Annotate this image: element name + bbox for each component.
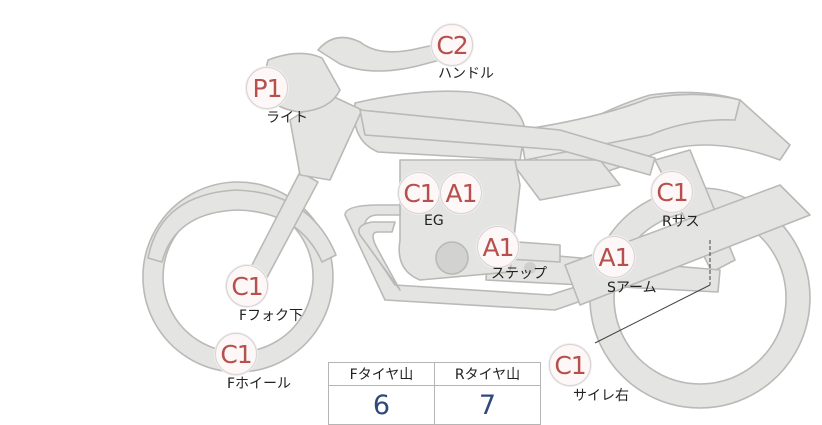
exhaust-upper (344, 204, 666, 311)
handle-label: ハンドル (438, 66, 494, 82)
engine-label: EG (424, 213, 444, 229)
swing-arm-label: Sアーム (607, 280, 657, 296)
rear-suspension-code-marker[interactable]: C1 (651, 171, 693, 213)
light-label: ライト (266, 110, 308, 126)
rear-suspension-label: Rサス (662, 214, 700, 230)
front-tread-value[interactable]: 6 (328, 385, 435, 425)
side-cover (509, 159, 621, 201)
front-wheel-code-marker[interactable]: C1 (215, 333, 257, 375)
rear-tread-value[interactable]: 7 (434, 385, 541, 425)
step-label: ステップ (491, 266, 547, 282)
muffler-leader (594, 240, 711, 344)
rear-tread-header: Rタイヤ山 (434, 362, 541, 386)
swing-arm-code-marker[interactable]: A1 (593, 236, 635, 278)
tire-tread-header-row: Fタイヤ山 Rタイヤ山 (328, 362, 541, 386)
front-fork-code-marker[interactable]: C1 (226, 265, 268, 307)
tire-tread-table: Fタイヤ山 Rタイヤ山 6 7 (328, 362, 541, 425)
engine-c-code-marker[interactable]: C1 (398, 172, 440, 214)
muffler (564, 184, 811, 306)
front-wheel-label: Fホイール (227, 376, 292, 392)
frame-main (359, 109, 656, 176)
step-code-marker[interactable]: A1 (477, 226, 519, 268)
muffler-label: サイレ右 (573, 388, 629, 404)
front-tread-header: Fタイヤ山 (328, 362, 435, 386)
front-fork-label: Fフォク下 (239, 308, 304, 324)
engine-cover (435, 241, 469, 275)
light-code-marker[interactable]: P1 (246, 67, 288, 109)
exhaust-lower (358, 221, 401, 291)
engine-a-code-marker[interactable]: A1 (440, 172, 482, 214)
tire-tread-value-row: 6 7 (328, 385, 541, 425)
muffler-code-marker[interactable]: C1 (549, 344, 591, 386)
handle-code-marker[interactable]: C2 (431, 24, 473, 66)
